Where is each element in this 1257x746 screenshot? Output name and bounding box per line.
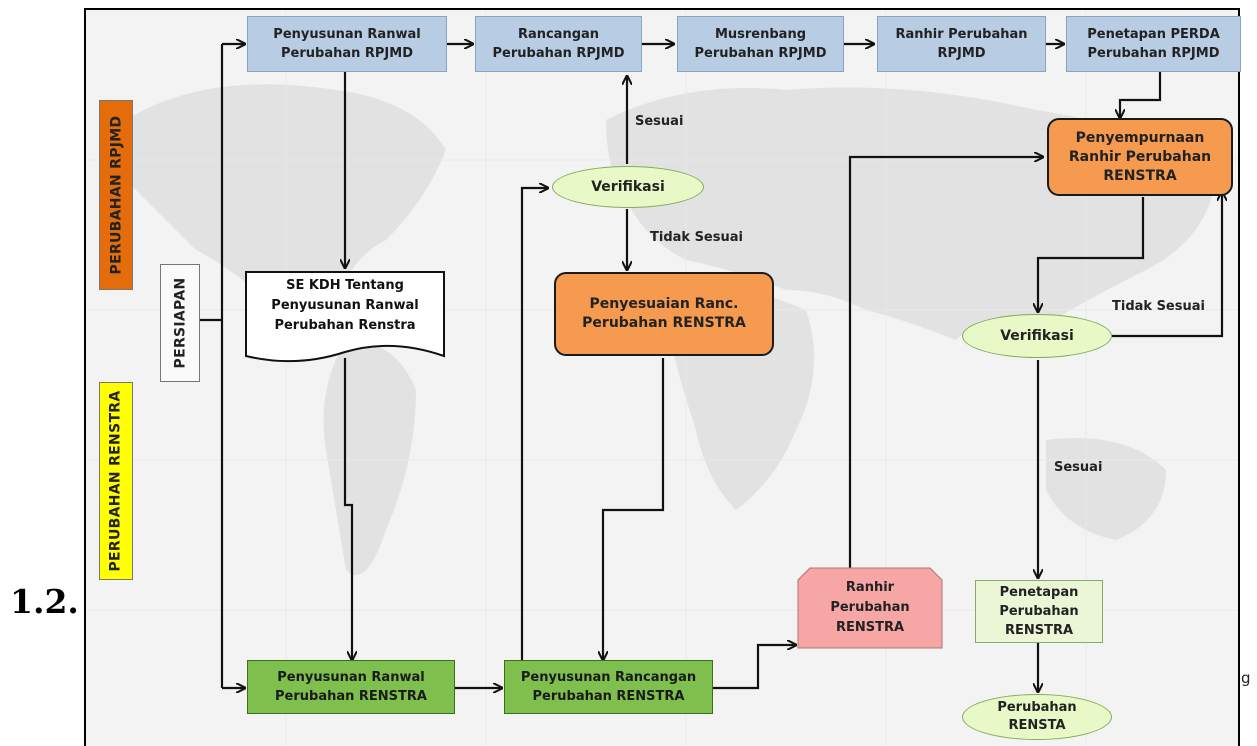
sesuai-label-2: Sesuai (1054, 460, 1103, 475)
edge-text-fragment: g (1241, 669, 1251, 687)
penyempurnaan-box: Penyempurnaan Ranhir Perubahan RENSTRA (1047, 118, 1233, 196)
ranhir-renstra-text: Ranhir Perubahan RENSTRA (830, 580, 910, 635)
perubahan-rpjmd-tab: PERUBAHAN RPJMD (99, 100, 133, 290)
section-number: 1.2. (10, 582, 79, 621)
penyusunan-ranwal-rpjmd-box: Penyusunan Ranwal Perubahan RPJMD (247, 16, 447, 72)
ranhir-rpjmd-box: Ranhir Perubahan RPJMD (877, 16, 1046, 72)
rancangan-rpjmd-box: Rancangan Perubahan RPJMD (475, 16, 642, 72)
se-kdh-text: SE KDH Tentang Penyusunan Ranwal Perubah… (271, 278, 419, 333)
penyesuaian-box: Penyesuaian Ranc. Perubahan RENSTRA (554, 272, 774, 356)
tidak-sesuai-label-2: Tidak Sesuai (1112, 299, 1205, 314)
perubahan-renstra-oval: Perubahan RENSTA (962, 694, 1112, 740)
sesuai-label-1: Sesuai (635, 114, 684, 129)
ranhir-shape (797, 567, 943, 649)
penetapan-perda-box: Penetapan PERDA Perubahan RPJMD (1066, 16, 1241, 72)
tidak-sesuai-label-1: Tidak Sesuai (650, 230, 743, 245)
musrenbang-rpjmd-box: Musrenbang Perubahan RPJMD (677, 16, 844, 72)
persiapan-tab: PERSIAPAN (160, 264, 200, 382)
penyusunan-rancangan-renstra-box: Penyusunan Rancangan Perubahan RENSTRA (504, 660, 713, 714)
perubahan-renstra-tab: PERUBAHAN RENSTRA (99, 382, 133, 580)
se-kdh-document-shape (245, 271, 445, 363)
verifikasi-oval-2: Verifikasi (962, 314, 1112, 358)
verifikasi-oval-1: Verifikasi (552, 166, 704, 208)
penetapan-renstra-box: Penetapan Perubahan RENSTRA (975, 580, 1103, 643)
penyusunan-ranwal-renstra-box: Penyusunan Ranwal Perubahan RENSTRA (247, 660, 455, 714)
